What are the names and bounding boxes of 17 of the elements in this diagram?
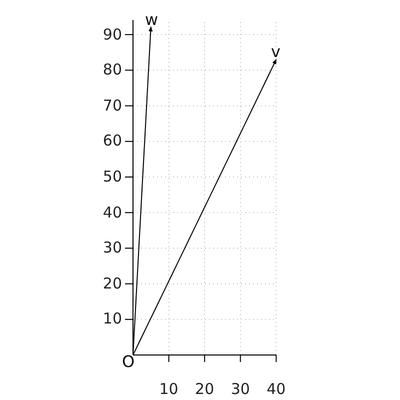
vector-label: v [271, 44, 280, 60]
tick-label: 40 [102, 205, 122, 220]
tick-label: 80 [102, 62, 122, 78]
tick-label: 10 [159, 382, 178, 397]
tick-label: 20 [102, 276, 122, 292]
tick-label: 20 [195, 382, 214, 397]
tick-label: 30 [102, 240, 122, 256]
origin-label: O [122, 354, 135, 370]
tick-label: 10 [102, 312, 122, 327]
tick-label: 50 [102, 170, 122, 184]
tick-label: 30 [230, 382, 250, 397]
vector-arrow [132, 26, 153, 356]
tick-label: 70 [102, 98, 122, 114]
tick-label: 40 [266, 382, 286, 397]
tick-label: 90 [102, 27, 122, 42]
vector-label: w [145, 12, 158, 28]
tick-label: 60 [102, 134, 122, 149]
